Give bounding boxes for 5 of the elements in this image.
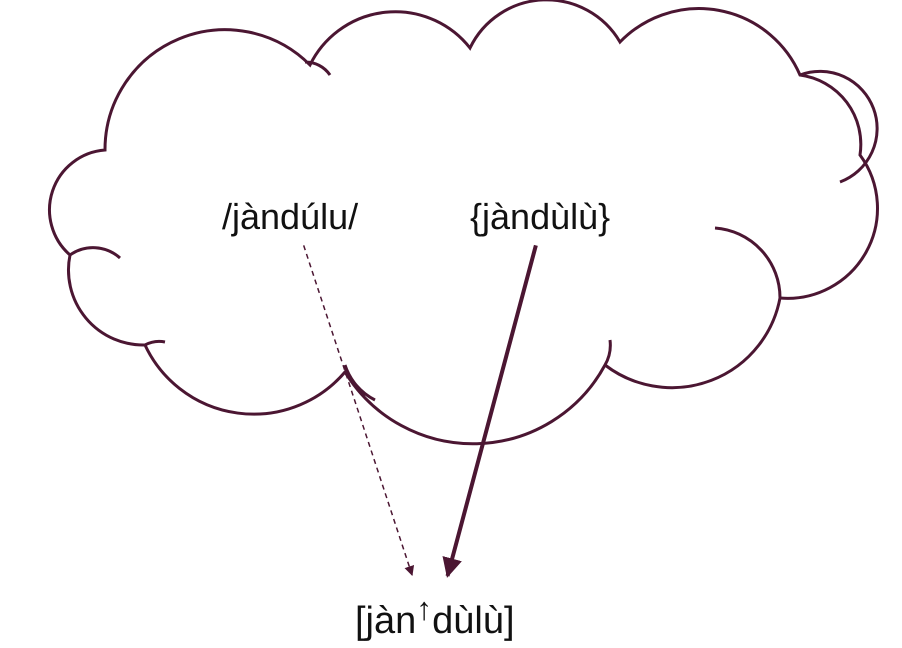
arrow	[442, 244, 538, 578]
phonetic-form: /jàndúlu/	[222, 196, 358, 238]
arrow	[302, 245, 414, 576]
phonetic-form: [jàn$^{↑}$dùlù]	[355, 576, 515, 644]
phonetic-form: {jàndùlù}	[470, 196, 610, 238]
